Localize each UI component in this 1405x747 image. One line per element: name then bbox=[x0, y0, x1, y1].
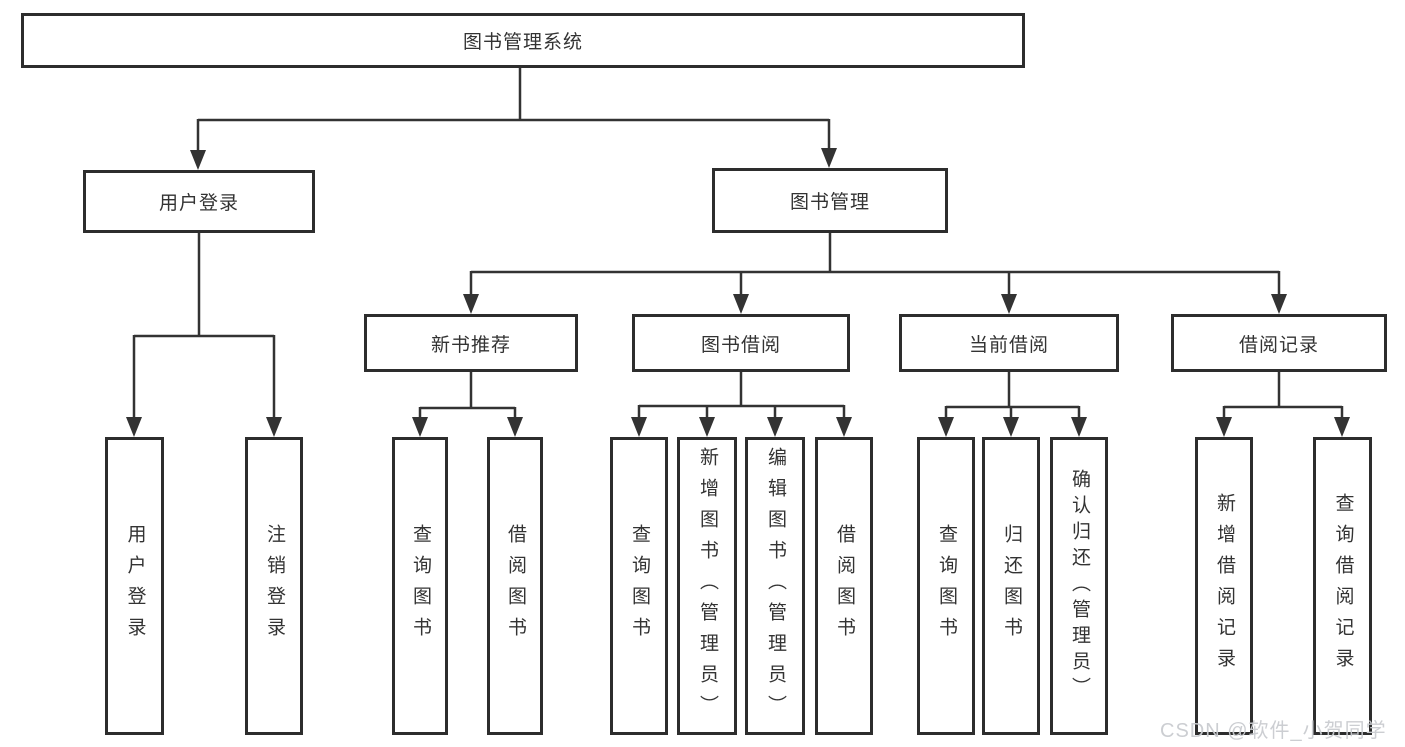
leaf-current-query-label: 查询图书 bbox=[935, 524, 957, 648]
node-book-manage-label: 图书管理 bbox=[789, 192, 870, 213]
leaf-logout-label: 注销登录 bbox=[263, 524, 285, 648]
leaf-newbook-borrow: 借阅图书 bbox=[487, 437, 543, 735]
node-root-label: 图书管理系统 bbox=[462, 32, 583, 53]
leaf-borrow-add-admin: 新增图书（管理员） bbox=[677, 437, 737, 735]
node-new-book-recommend-label: 新书推荐 bbox=[430, 334, 511, 356]
leaf-newbook-borrow-label: 借阅图书 bbox=[504, 524, 526, 648]
node-new-book-recommend: 新书推荐 bbox=[364, 314, 578, 372]
leaf-current-confirm-admin: 确认归还（管理员） bbox=[1050, 437, 1108, 735]
leaf-borrow-add-admin-label: 新增图书（管理员） bbox=[696, 446, 718, 726]
node-user-login-label: 用户登录 bbox=[158, 193, 239, 214]
leaf-records-query-label: 查询借阅记录 bbox=[1332, 493, 1354, 679]
node-borrow-records-label: 借阅记录 bbox=[1238, 334, 1319, 356]
node-current-borrow: 当前借阅 bbox=[899, 314, 1119, 372]
leaf-borrow-query: 查询图书 bbox=[610, 437, 668, 735]
node-book-borrow-label: 图书借阅 bbox=[700, 334, 781, 356]
leaf-records-query: 查询借阅记录 bbox=[1313, 437, 1372, 735]
node-root: 图书管理系统 bbox=[21, 13, 1025, 68]
leaf-user-login: 用户登录 bbox=[105, 437, 164, 735]
leaf-user-login-label: 用户登录 bbox=[124, 524, 146, 648]
watermark: CSDN @软件_小贺同学 bbox=[1160, 720, 1387, 742]
leaf-current-confirm-admin-label: 确认归还（管理员） bbox=[1068, 469, 1090, 703]
leaf-current-return: 归还图书 bbox=[982, 437, 1040, 735]
leaf-borrow-edit-admin-label: 编辑图书（管理员） bbox=[764, 446, 786, 726]
leaf-borrow-query-label: 查询图书 bbox=[628, 524, 650, 648]
leaf-borrow-edit-admin: 编辑图书（管理员） bbox=[745, 437, 805, 735]
leaf-borrow-borrow: 借阅图书 bbox=[815, 437, 873, 735]
leaf-newbook-query: 查询图书 bbox=[392, 437, 448, 735]
node-borrow-records: 借阅记录 bbox=[1171, 314, 1387, 372]
leaf-logout: 注销登录 bbox=[245, 437, 303, 735]
node-book-borrow: 图书借阅 bbox=[632, 314, 850, 372]
leaf-borrow-borrow-label: 借阅图书 bbox=[833, 524, 855, 648]
leaf-records-add: 新增借阅记录 bbox=[1195, 437, 1253, 735]
node-current-borrow-label: 当前借阅 bbox=[968, 334, 1049, 356]
leaf-records-add-label: 新增借阅记录 bbox=[1213, 493, 1235, 679]
leaf-newbook-query-label: 查询图书 bbox=[409, 524, 431, 648]
node-book-manage: 图书管理 bbox=[712, 168, 948, 233]
leaf-current-return-label: 归还图书 bbox=[1000, 524, 1022, 648]
node-user-login: 用户登录 bbox=[83, 170, 315, 233]
leaf-current-query: 查询图书 bbox=[917, 437, 975, 735]
